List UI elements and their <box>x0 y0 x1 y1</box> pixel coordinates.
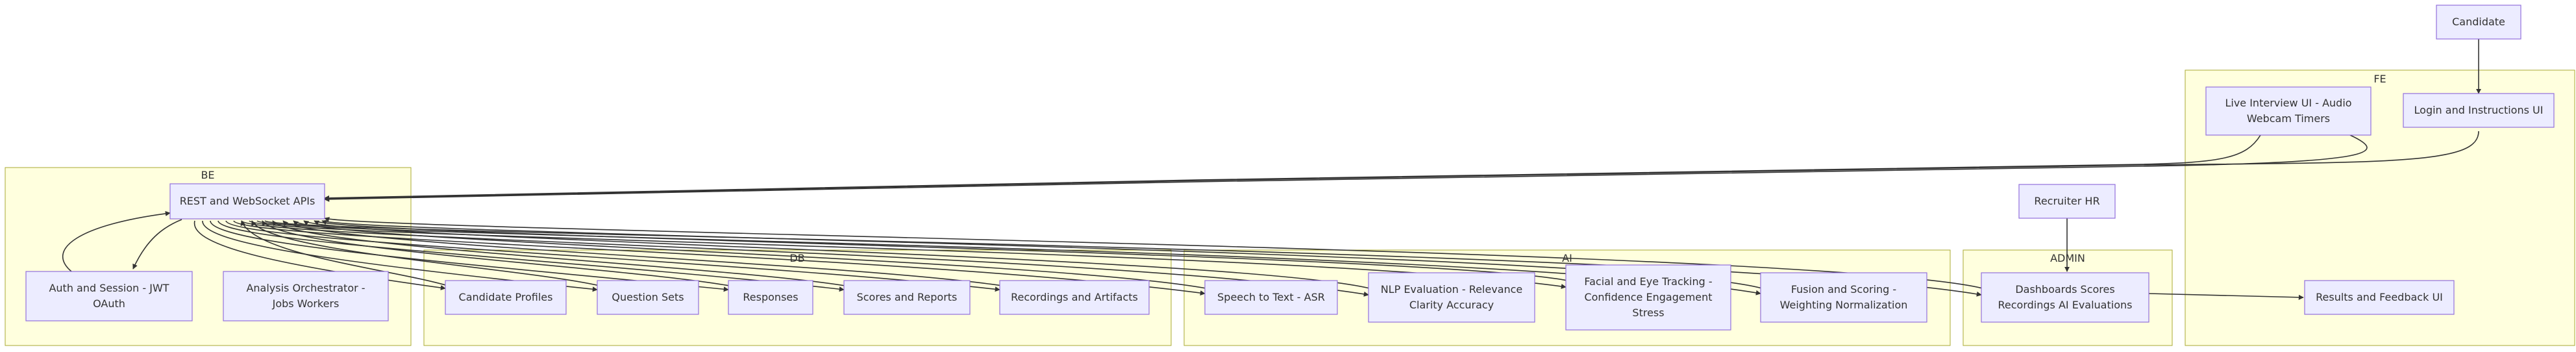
node-auth-session[interactable]: Auth and Session - JWT OAuth <box>25 271 193 321</box>
edge-live-api-a <box>324 134 2261 201</box>
edge-dashboards-api <box>324 217 1983 289</box>
node-candidate-profiles[interactable]: Candidate Profiles <box>445 280 567 315</box>
node-responses[interactable]: Responses <box>728 280 813 315</box>
edge-api-auth <box>132 219 182 270</box>
node-question-sets-label: Question Sets <box>612 291 684 303</box>
node-label-line: Webcam Timers <box>2247 112 2330 125</box>
node-speech-to-text-label: Speech to Text - ASR <box>1217 291 1325 303</box>
node-label-line: Recordings AI Evaluations <box>1998 299 2133 311</box>
node-facial-eye-tracking[interactable]: Facial and Eye Tracking - Confidence Enga… <box>1565 264 1731 331</box>
edge-questions-api <box>251 220 601 286</box>
cluster-fe-label: FE <box>2373 73 2386 85</box>
node-candidate-profiles-label: Candidate Profiles <box>459 291 553 303</box>
node-question-sets[interactable]: Question Sets <box>597 280 699 315</box>
edge-api-questions <box>202 220 598 292</box>
node-results-feedback-ui[interactable]: Results and Feedback UI <box>2304 280 2455 315</box>
node-fusion-scoring-label: Fusion and Scoring - Weighting Normalizat… <box>1780 283 1908 311</box>
node-label-line: Jobs Workers <box>272 297 340 310</box>
node-label-line: NLP Evaluation - Relevance <box>1381 283 1523 295</box>
edge-profiles-api <box>240 220 449 286</box>
edge-responses-api <box>262 220 730 286</box>
node-label-line: Stress <box>1632 307 1664 319</box>
node-fusion-scoring[interactable]: Fusion and Scoring - Weighting Normalizat… <box>1760 272 1927 323</box>
node-label-line: Scores and Reports <box>857 291 958 303</box>
node-rest-websocket-apis-label: REST and WebSocket APIs <box>180 195 316 207</box>
edge-asr-api <box>293 220 1207 289</box>
node-label-line: Live Interview UI - Audio <box>2225 97 2351 109</box>
node-facial-eye-tracking-label: Facial and Eye Tracking - Confidence Enga… <box>1584 275 1712 319</box>
edge-recordings-api <box>282 220 1003 286</box>
edge-login-api <box>324 131 2479 201</box>
cluster-admin-label: ADMIN <box>2050 252 2085 264</box>
node-label-line: REST and WebSocket APIs <box>180 195 316 207</box>
edge-api-nlp <box>241 220 1369 297</box>
node-label-line: Weighting Normalization <box>1780 299 1908 311</box>
node-scores-reports-label: Scores and Reports <box>857 291 958 303</box>
node-scores-reports[interactable]: Scores and Reports <box>843 280 971 315</box>
node-recruiter-hr[interactable]: Recruiter HR <box>2018 184 2116 219</box>
edge-api-recordings <box>225 220 1000 292</box>
edge-api-facial <box>249 220 1567 289</box>
node-analysis-orchestrator-label: Analysis Orchestrator - Jobs Workers <box>246 282 365 310</box>
node-label-line: Dashboards Scores <box>2015 283 2114 295</box>
node-label-line: Speech to Text - ASR <box>1217 291 1325 303</box>
node-label-line: Login and Instructions UI <box>2414 104 2544 116</box>
node-recruiter-hr-label: Recruiter HR <box>2034 195 2099 207</box>
node-candidate[interactable]: Candidate <box>2436 5 2521 40</box>
node-speech-to-text[interactable]: Speech to Text - ASR <box>1204 280 1338 315</box>
node-label-line: Results and Feedback UI <box>2316 291 2443 303</box>
node-label-line: Recordings and Artifacts <box>1011 291 1138 303</box>
edge-facial-api <box>314 220 1568 281</box>
node-label-line: OAuth <box>93 297 125 310</box>
edge-auth-api <box>62 210 171 272</box>
node-login-instructions-ui[interactable]: Login and Instructions UI <box>2403 93 2555 128</box>
edge-scores-api <box>272 220 846 286</box>
edge-api-scores <box>217 220 845 292</box>
cluster-db-label: DB <box>789 252 804 264</box>
node-results-feedback-ui-label: Results and Feedback UI <box>2316 291 2443 303</box>
node-auth-session-label: Auth and Session - JWT OAuth <box>49 282 169 310</box>
edge-nlp-api <box>303 220 1370 289</box>
node-label-line: Facial and Eye Tracking - <box>1584 275 1712 288</box>
node-recordings-artifacts-label: Recordings and Artifacts <box>1011 291 1138 303</box>
node-label-line: Responses <box>743 291 798 303</box>
node-label-line: Analysis Orchestrator - <box>246 282 365 294</box>
edge-dashboards-results <box>2148 293 2304 300</box>
node-label-line: Clarity Accuracy <box>1409 299 1494 311</box>
node-label-line: Fusion and Scoring - <box>1791 283 1896 295</box>
node-label-line: Recruiter HR <box>2034 195 2099 207</box>
node-rest-websocket-apis[interactable]: REST and WebSocket APIs <box>169 183 325 220</box>
node-label-line: Candidate Profiles <box>459 291 553 303</box>
node-recordings-artifacts[interactable]: Recordings and Artifacts <box>999 280 1150 315</box>
node-login-instructions-ui-label: Login and Instructions UI <box>2414 104 2544 116</box>
node-label-line: Confidence Engagement <box>1584 291 1712 303</box>
cluster-be-label: BE <box>201 169 214 181</box>
node-label-line: Candidate <box>2452 16 2505 28</box>
node-label-line: Question Sets <box>612 291 684 303</box>
node-candidate-label: Candidate <box>2452 16 2505 28</box>
node-responses-label: Responses <box>743 291 798 303</box>
node-analysis-orchestrator[interactable]: Analysis Orchestrator - Jobs Workers <box>223 271 389 321</box>
node-label-line: Auth and Session - JWT <box>49 282 169 294</box>
